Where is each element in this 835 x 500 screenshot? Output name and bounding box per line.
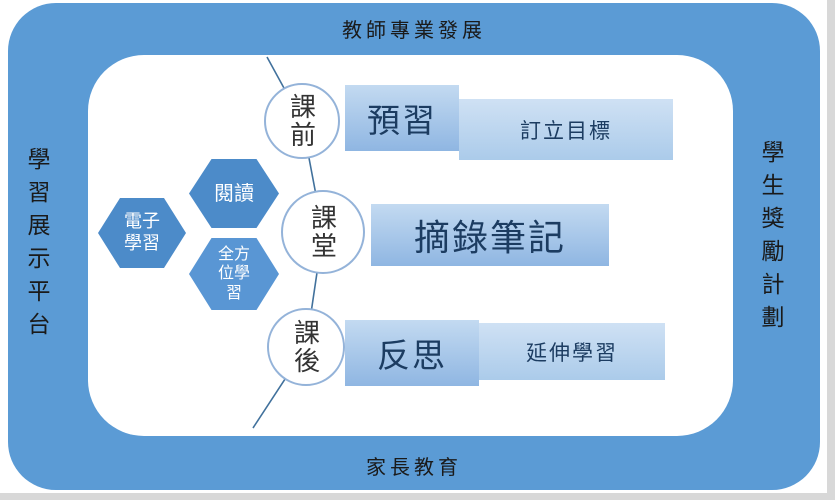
- label-parent-education: 家長教育: [366, 457, 462, 479]
- hexagon-lifewide-learning-label: 全方位學習: [217, 246, 250, 302]
- circle-before-class-label: 課前: [286, 93, 317, 149]
- box-extended-learning: 延伸學習: [479, 323, 665, 380]
- label-student-reward: 學生獎勵計劃: [758, 140, 784, 338]
- box-set-goals: 訂立目標: [459, 99, 673, 160]
- circle-in-class: 課堂: [281, 190, 365, 274]
- hexagon-reading-label: 閱讀: [214, 182, 254, 205]
- circle-before-class: 課前: [264, 83, 340, 159]
- box-take-notes: 摘錄筆記: [371, 204, 609, 266]
- circle-in-class-label: 課堂: [307, 204, 338, 260]
- hexagon-reading: 閱讀: [189, 159, 279, 228]
- circle-after-class: 課後: [267, 308, 345, 386]
- hexagon-lifewide-learning: 全方位學習: [189, 238, 279, 310]
- box-preview: 預習: [345, 85, 459, 151]
- box-reflection: 反思: [345, 320, 479, 386]
- hexagon-elearning-label: 電子學習: [124, 211, 160, 253]
- slide-background: 教師專業發展 家長教育 學習展示平台 學生獎勵計劃 閱讀 電子學習 全方位學習 …: [0, 0, 827, 493]
- label-teacher-development: 教師專業發展: [342, 20, 486, 42]
- label-learning-platform: 學習展示平台: [24, 147, 50, 345]
- circle-after-class-label: 課後: [290, 319, 321, 375]
